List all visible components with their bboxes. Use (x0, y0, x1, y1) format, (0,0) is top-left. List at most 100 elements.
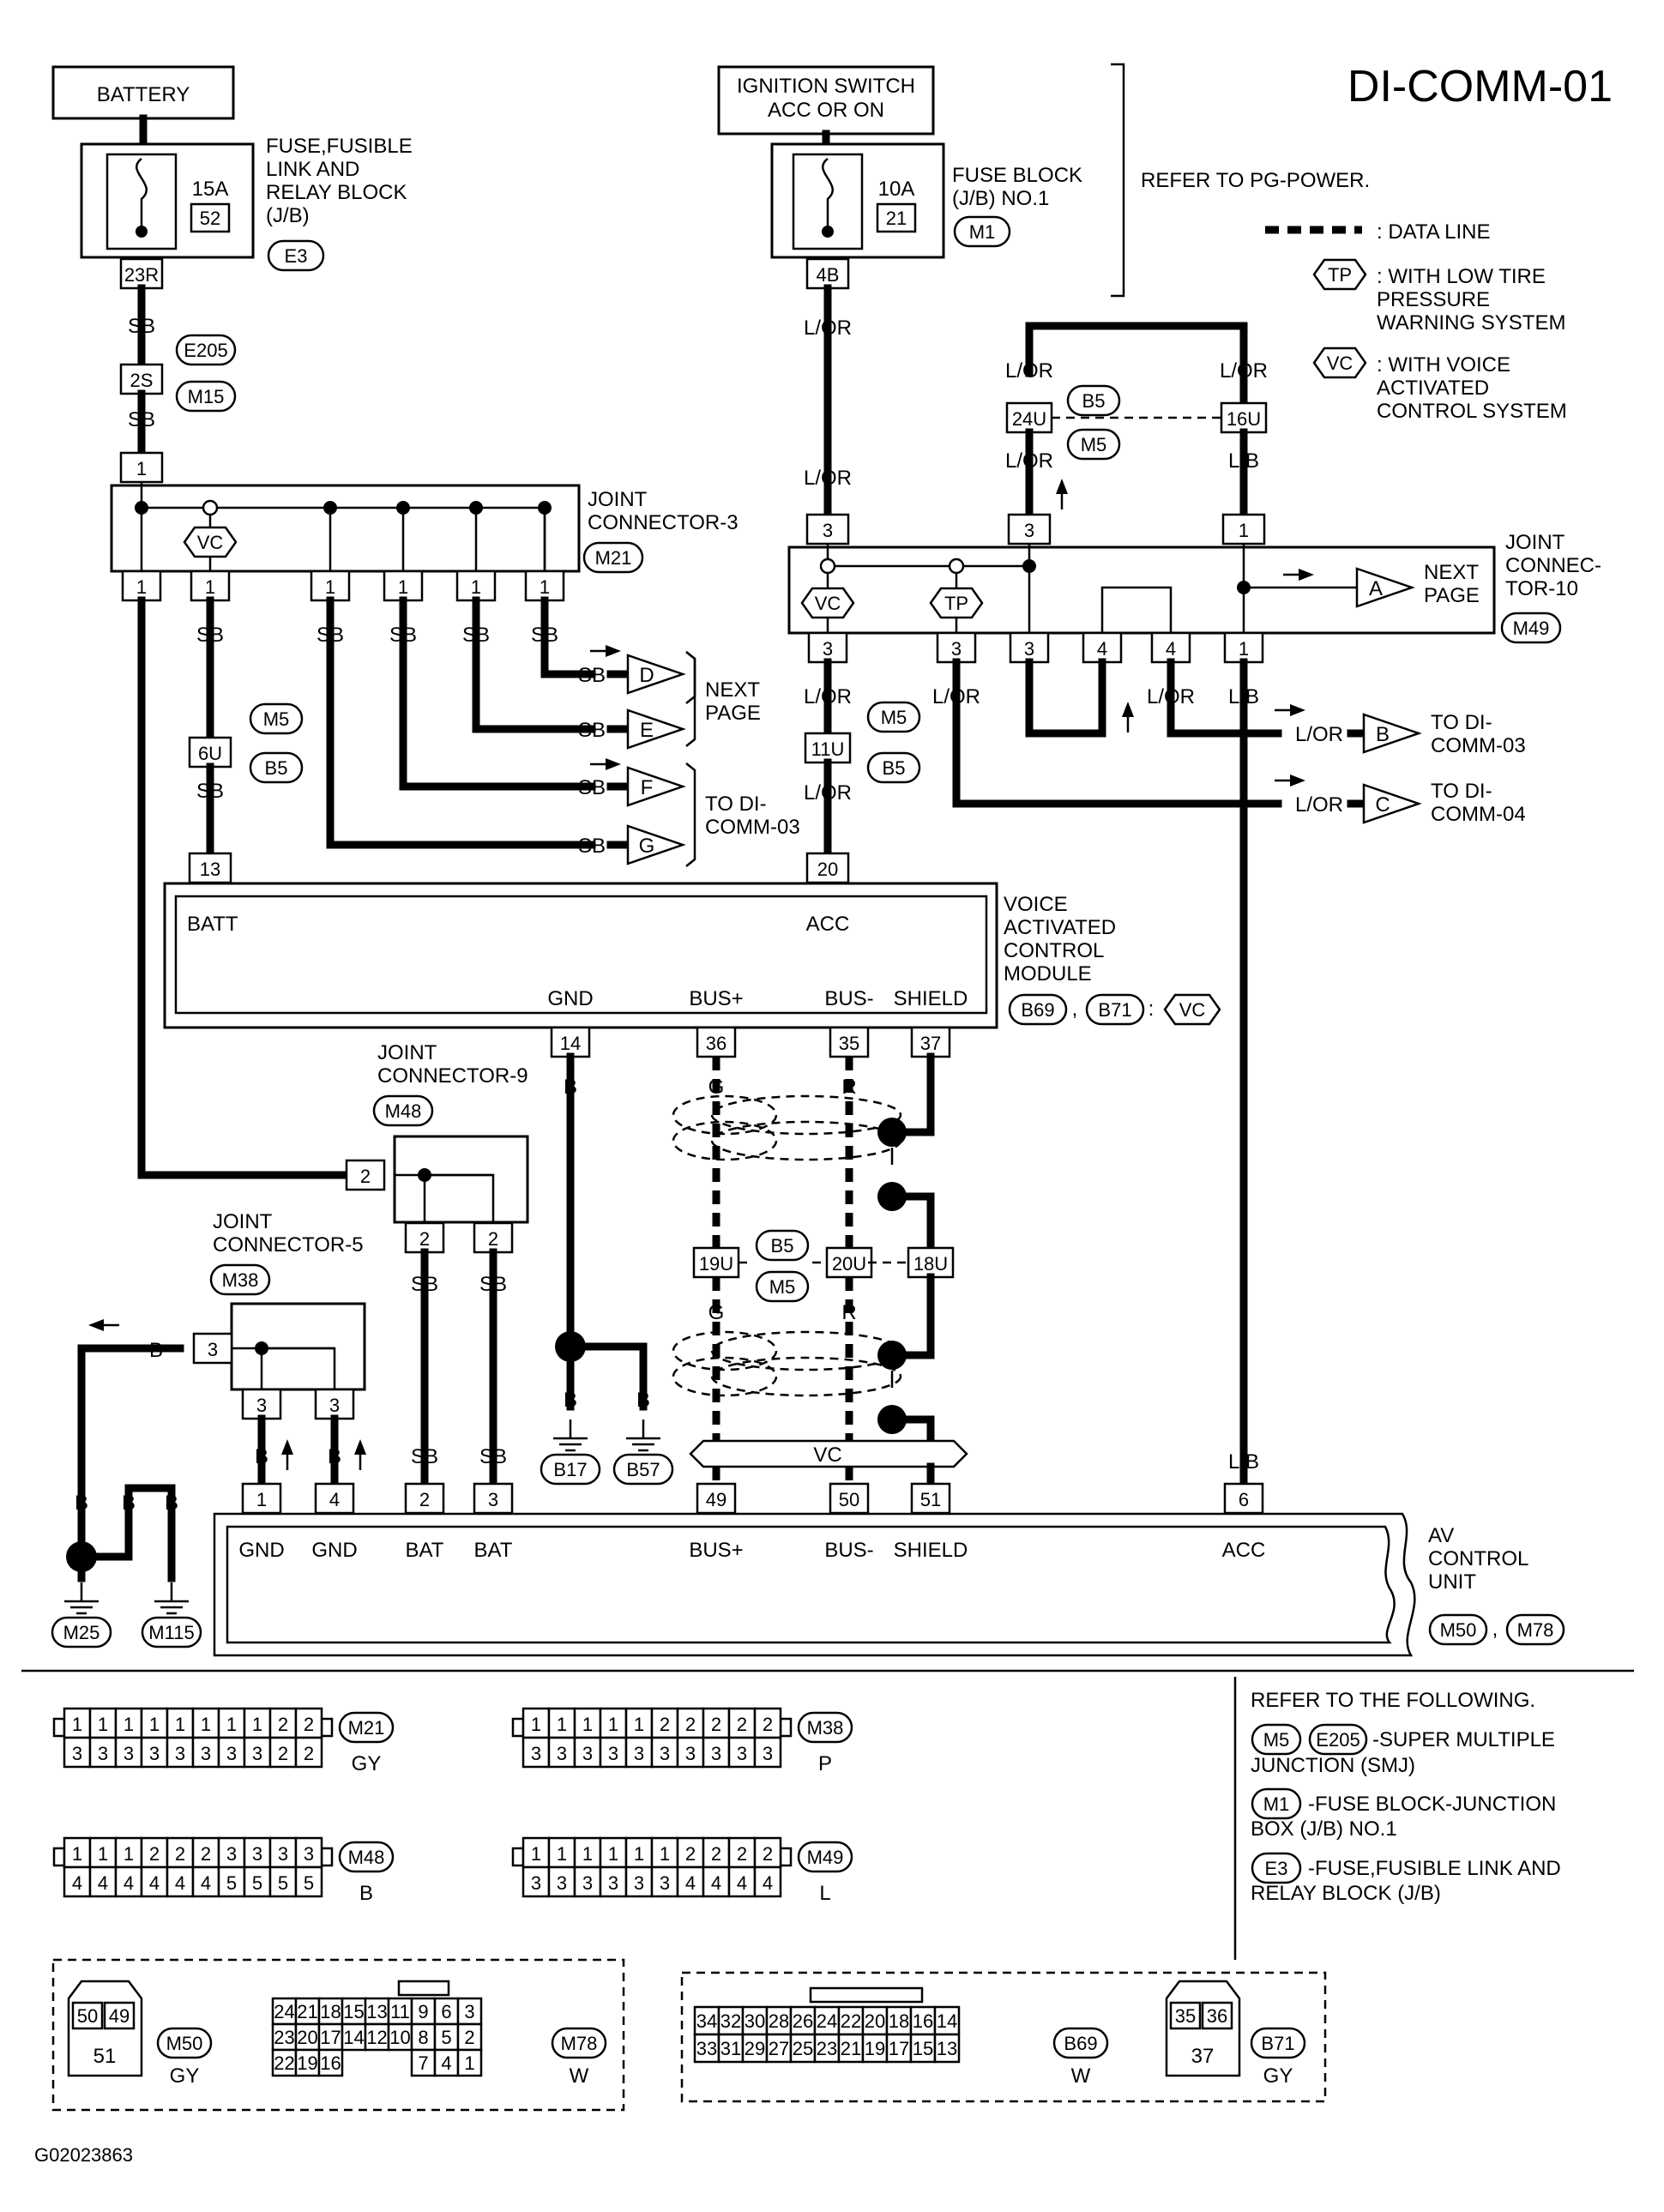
connector-terminal (310, 570, 351, 602)
connector-id-tag (1251, 1787, 1302, 1820)
cavity-number: 2 (737, 1843, 747, 1865)
terminal-number: 2 (419, 1228, 430, 1250)
connector-terminal (383, 570, 424, 602)
connector-id: E3 (1265, 1858, 1288, 1879)
terminal-number: 1 (540, 576, 550, 598)
terminal-number: 4 (1097, 638, 1107, 660)
signal-arrow-icon (354, 1439, 366, 1455)
wire (952, 658, 1269, 808)
cavity-number: 21 (841, 2038, 861, 2059)
cavity-number: 19 (297, 2052, 317, 2074)
wire-color: SB (479, 1445, 507, 1468)
connector-id-tag (540, 1453, 601, 1486)
wire-color: SB (389, 624, 417, 647)
cavity-number: 4 (763, 1872, 773, 1894)
wire (472, 596, 596, 733)
pin-name: ACC (1222, 1539, 1266, 1562)
cavity-number: 50 (77, 2005, 98, 2027)
cavity-number: 3 (557, 1743, 567, 1764)
wire-color: L/B (1228, 1450, 1259, 1474)
connector-cavity (268, 1836, 298, 1869)
cavity-number: 3 (608, 1872, 618, 1894)
voice-control-module-box (163, 882, 998, 1029)
wire (1167, 658, 1269, 738)
connector-cavity (410, 2022, 437, 2052)
connector-cavity (547, 1865, 576, 1898)
connector-cavity (341, 1997, 367, 2026)
connector-housing (1165, 1980, 1241, 2077)
cavity-number: 1 (98, 1714, 108, 1735)
connector-cavity (547, 1707, 576, 1739)
cavity-number: 2 (304, 1743, 314, 1764)
cavity-number: 31 (720, 2038, 741, 2059)
connector-id: M5 (881, 707, 907, 728)
cavity-number: 3 (582, 1872, 593, 1894)
connector-latch (320, 1717, 334, 1738)
terminal-number: 13 (200, 859, 220, 880)
joint-connector-label: CONNECTOR-3 (588, 511, 739, 534)
fuse-block-label: FUSE,FUSIBLE (266, 135, 413, 158)
wire-color: L/B (1228, 449, 1259, 473)
connector-cavity (166, 1865, 195, 1898)
terminal-number: 1 (471, 576, 481, 598)
signal-arrow-icon (606, 758, 621, 770)
voice-control-module-inner (174, 895, 988, 1015)
cavity-number: 23 (274, 2027, 294, 2048)
cavity-number: 16 (913, 2010, 933, 2032)
group-bracket (685, 762, 696, 867)
cavity-number: 2 (201, 1843, 211, 1865)
connector-latch (779, 1847, 793, 1867)
fuse-icon (136, 158, 148, 232)
connector-id: M1 (969, 221, 996, 243)
connector-id: M78 (1517, 1619, 1554, 1641)
offpage-connector-arrow (626, 766, 686, 807)
cavity-number: 3 (737, 1743, 747, 1764)
connector-cavity (813, 2033, 841, 2064)
pin-name: BUS- (824, 1539, 873, 1562)
cavity-number: 3 (124, 1743, 134, 1764)
cavity-number: 2 (737, 1714, 747, 1735)
pin-name: SHIELD (894, 987, 968, 1010)
cavity-number: 3 (201, 1743, 211, 1764)
cavity-number: 19 (865, 2038, 885, 2059)
option-tag (1312, 258, 1367, 291)
fuse-block-label: RELAY BLOCK (266, 181, 407, 204)
connector-color: W (1071, 2064, 1091, 2088)
connector-latch (779, 1717, 793, 1738)
connector-cavity (727, 1865, 757, 1898)
connector-cavity (885, 2033, 913, 2064)
terminal-number: 2 (360, 1166, 371, 1187)
fuse-block-box (80, 142, 255, 259)
connector-id: B5 (883, 757, 906, 779)
connector-id: M25 (63, 1622, 100, 1643)
connector-id: M21 (595, 547, 632, 569)
terminal-number: 14 (560, 1033, 581, 1054)
pin-name: SHIELD (894, 1539, 968, 1562)
power-bracket (1111, 63, 1125, 298)
cavity-number: 3 (252, 1843, 262, 1865)
cavity-number: 25 (793, 2038, 813, 2059)
signal-arrow-icon (1290, 704, 1305, 716)
wire (540, 596, 596, 678)
cavity-number: 3 (72, 1743, 82, 1764)
cavity-number: 3 (763, 1743, 773, 1764)
connector-id: M5 (263, 708, 290, 730)
twisted-pair-shield (710, 1094, 902, 1136)
offpage-connector-arrow (626, 824, 686, 865)
joint-connector-label: JOINT (588, 488, 648, 511)
cavity-number: 3 (531, 1743, 541, 1764)
group-bracket (685, 651, 696, 747)
joint-link (262, 1347, 336, 1393)
connector-cavity (727, 1836, 757, 1869)
cavity-number: 1 (582, 1714, 593, 1735)
connector-id: M115 (148, 1622, 194, 1643)
wire-color: SB (128, 408, 155, 431)
pin-name: BUS+ (689, 1539, 743, 1562)
wire-color: G (708, 1301, 725, 1324)
wire-color: B (165, 1492, 178, 1515)
separator: : (1149, 998, 1155, 1021)
connector-terminal (190, 570, 231, 602)
wire (399, 596, 596, 791)
cavity-number: 2 (711, 1843, 721, 1865)
